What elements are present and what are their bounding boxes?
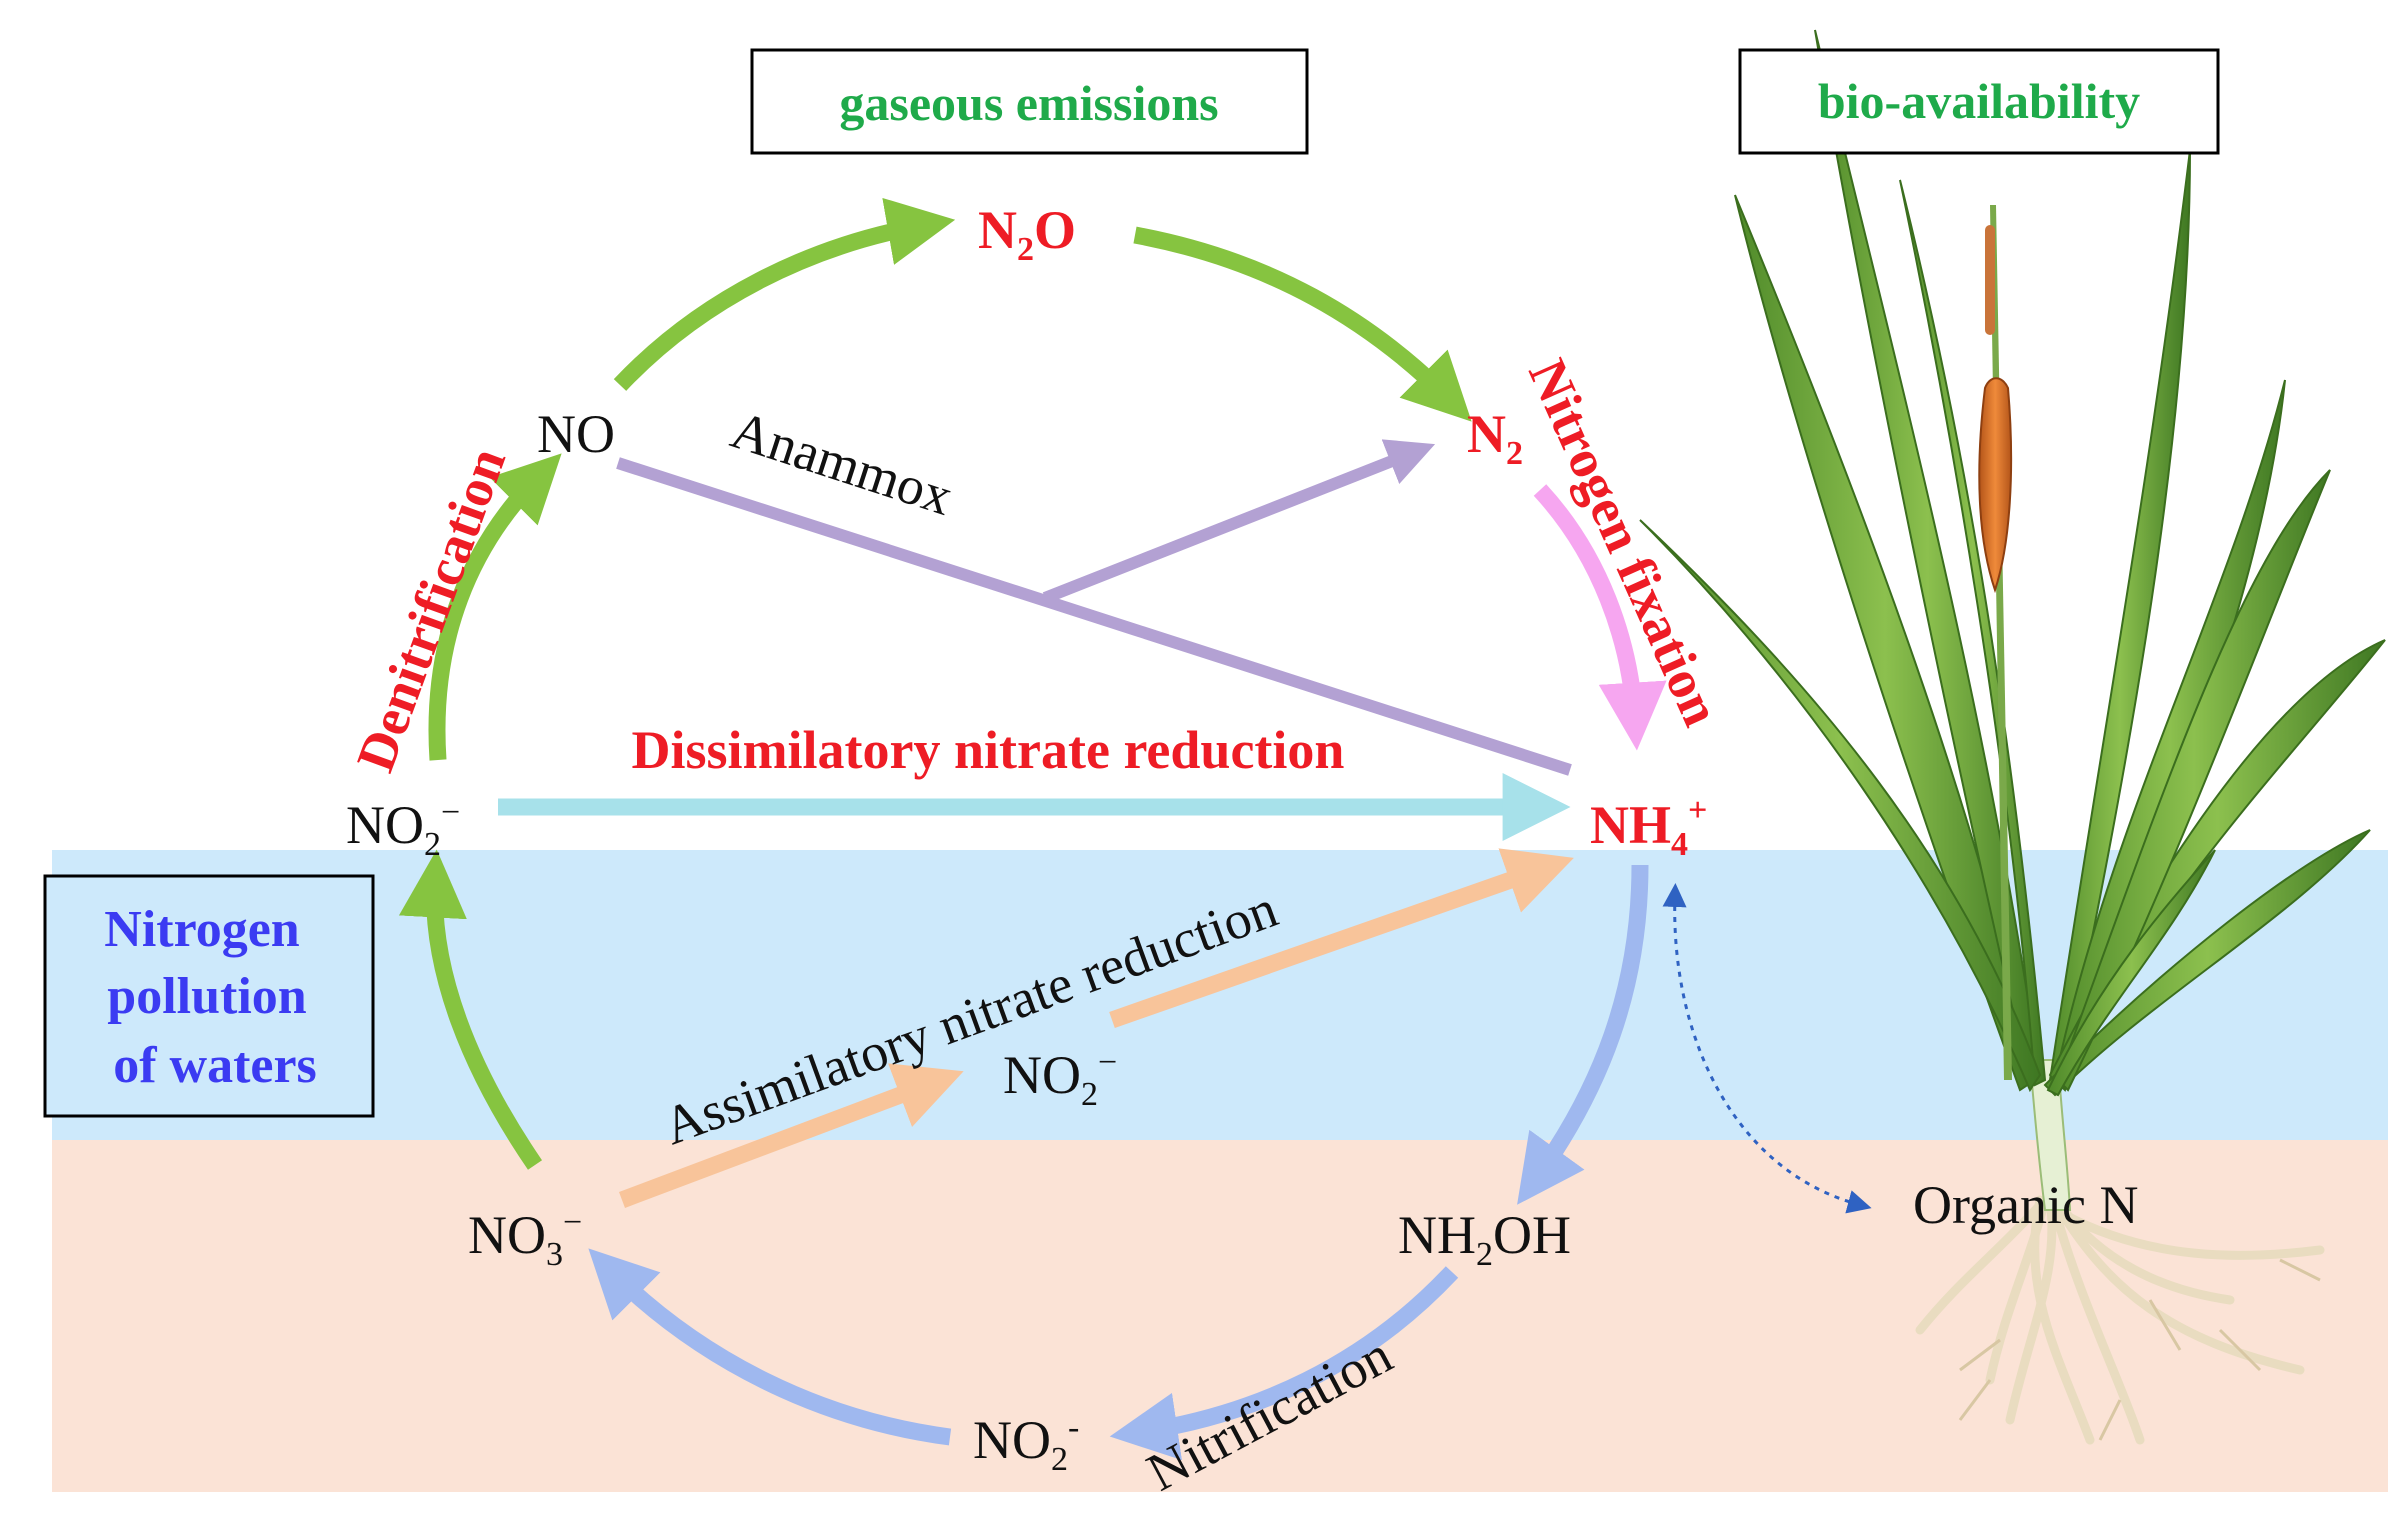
n2o-sub: 2 — [1017, 231, 1034, 268]
no2-mid-sup: − — [1098, 1044, 1117, 1081]
species-no3: NO3− — [468, 1204, 582, 1273]
species-no2-bottom: NO2- — [973, 1409, 1079, 1478]
bio-availability-title: bio-availability — [1818, 73, 2140, 129]
nh2oh-rest: OH — [1493, 1205, 1571, 1265]
nitrogen-pollution-box — [43, 874, 375, 1118]
no2-left-base: NO — [346, 795, 424, 855]
arrow-anammox-to-n2 — [1042, 439, 1436, 604]
no3-sup: − — [563, 1204, 582, 1241]
no2-bottom-base: NO — [973, 1410, 1051, 1470]
species-n2o: N2O — [978, 200, 1076, 268]
no2-mid-base: NO — [1003, 1045, 1081, 1105]
arrow-no3-to-no2 — [398, 849, 543, 1170]
soil-layer-band — [52, 1140, 2388, 1492]
nh2oh-base: NH — [1398, 1205, 1476, 1265]
no2-left-sup: − — [441, 794, 460, 831]
arrow-no2-mid-to-nh4 — [1109, 848, 1574, 1029]
species-no2-middle: NO2− — [1003, 1044, 1117, 1113]
nh4-sup: + — [1688, 792, 1707, 829]
nh2oh-sub: 2 — [1476, 1236, 1493, 1273]
species-nh2oh: NH2OH — [1398, 1205, 1571, 1273]
arrow-n2o-to-n2 — [1133, 226, 1472, 422]
n2-sub: 2 — [1506, 435, 1523, 472]
species-organic-n: Organic N — [1913, 1175, 2138, 1235]
no2-mid-sub: 2 — [1081, 1076, 1098, 1113]
arrow-nh4-organic-n — [1662, 883, 1872, 1214]
nh4-sub: 4 — [1671, 826, 1688, 863]
no3-sub: 3 — [546, 1236, 563, 1273]
arrow-no2-to-no — [428, 453, 562, 761]
arrow-nh4-to-nh2oh — [1517, 864, 1649, 1205]
arrow-n2-to-nh4 — [1533, 484, 1667, 751]
no2-bottom-sup: - — [1068, 1409, 1079, 1446]
arrow-no3-to-no2-mid — [619, 1063, 964, 1208]
gaseous-emissions-title: gaseous emissions — [839, 75, 1218, 131]
arrow-no2-to-no3 — [588, 1248, 952, 1446]
bio-availability-box — [1738, 48, 2220, 155]
pollution-line-3: of waters — [113, 1037, 317, 1094]
species-no2-left: NO2− — [346, 794, 460, 863]
no3-base: NO — [468, 1205, 546, 1265]
no2-left-sub: 2 — [424, 826, 441, 863]
pollution-line-1: Nitrogen — [104, 901, 300, 958]
n2o-rest: O — [1034, 200, 1076, 260]
arrow-nh2oh-to-no2 — [1109, 1266, 1459, 1461]
label-dissimilatory-nitrate-reduction: Dissimilatory nitrate reduction — [632, 720, 1345, 780]
cattail-plant-illustration — [1639, 29, 2386, 1445]
species-n2: N2 — [1467, 404, 1523, 472]
arrow-anammox-line — [616, 457, 1572, 776]
gaseous-emissions-box — [750, 48, 1309, 155]
n2o-base: N — [978, 200, 1017, 260]
no2-bottom-sub: 2 — [1051, 1441, 1068, 1478]
species-no: NO — [537, 404, 615, 464]
nh4-base: NH — [1590, 795, 1671, 855]
pollution-line-2: pollution — [107, 968, 306, 1025]
species-nh4: NH4+ — [1590, 792, 1707, 863]
arrow-no-to-n2o — [613, 197, 956, 391]
n2-base: N — [1467, 404, 1506, 464]
